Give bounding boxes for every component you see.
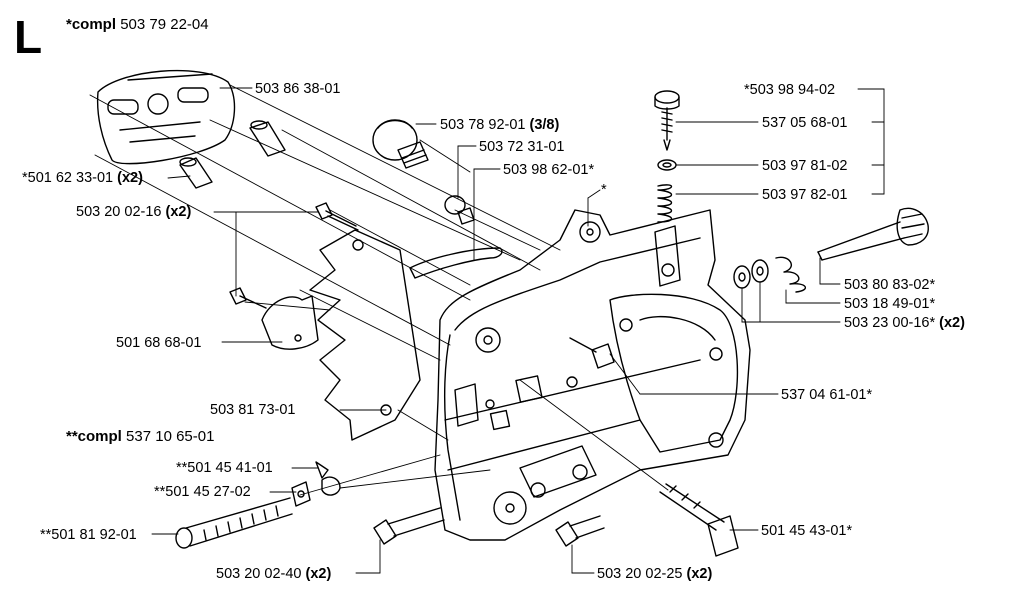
part-label-p10: 503 20 02-25 (x2)	[597, 566, 713, 582]
oil-plug	[372, 119, 429, 169]
part-label-p5: 503 81 73-01	[210, 402, 296, 418]
leader-lines	[151, 87, 885, 574]
part-label-p12: 537 04 61-01*	[781, 387, 873, 403]
part-label-p2: *501 62 33-01 (x2)	[22, 170, 143, 186]
nut-small-right	[321, 476, 341, 496]
part-label-p22: 503 98 62-01*	[503, 162, 595, 178]
subassembly-number: 537 10 65-01	[126, 428, 215, 445]
part-label-p13: 503 23 00-16* (x2)	[844, 315, 965, 331]
bumper-spike	[659, 483, 739, 557]
section-letter: L	[14, 11, 43, 63]
part-label-p14: 503 18 49-01*	[844, 296, 936, 312]
subassembly-prefix: **compl	[66, 428, 122, 445]
bolt-02-25	[555, 515, 605, 547]
part-label-p23: *	[601, 182, 607, 198]
assembly-number: 503 79 22-04	[120, 16, 209, 33]
screw-left	[229, 287, 267, 309]
inner-plate	[309, 229, 421, 441]
part-label-p17: 503 97 81-02	[762, 158, 848, 174]
assembly-prefix: *compl	[66, 16, 117, 33]
tensioner-washers	[733, 259, 769, 289]
part-label-p15: 503 80 83-02*	[844, 277, 936, 293]
alignment-lines	[89, 84, 669, 496]
part-label-p21: 503 72 31-01	[479, 139, 565, 155]
adjuster-washer	[657, 159, 677, 171]
part-label-p4: 501 68 68-01	[116, 335, 202, 351]
part-label-p1: 503 86 38-01	[255, 81, 341, 97]
guide-pin-lower	[179, 157, 213, 189]
part-label-p19: *503 98 94-02	[744, 82, 836, 98]
clamp	[261, 295, 319, 350]
tensioner-spring	[775, 256, 807, 293]
cover-body	[434, 209, 751, 541]
part-label-p6: **501 45 41-01	[176, 460, 273, 476]
tensioner-screw	[817, 207, 929, 261]
bolt-02-40	[373, 507, 445, 545]
adjuster-screw	[654, 90, 680, 151]
subassembly-title: **compl 537 10 65-01	[66, 428, 214, 445]
guide-pin-upper	[249, 120, 286, 157]
screw-81-92	[175, 497, 293, 549]
part-label-p7: **501 45 27-02	[154, 484, 251, 500]
nut-45-41	[315, 461, 329, 479]
part-label-p9: 503 20 02-40 (x2)	[216, 566, 332, 582]
part-label-p8: **501 81 92-01	[40, 527, 137, 543]
tensioner-nut	[569, 337, 615, 369]
washer-45-27	[291, 481, 311, 507]
assembly-title: *compl 503 79 22-04	[66, 16, 209, 33]
guide-plate	[96, 69, 236, 165]
part-label-p18: 537 05 68-01	[762, 115, 848, 131]
adjuster-spring	[657, 184, 673, 223]
part-label-p3: 503 20 02-16 (x2)	[76, 204, 192, 220]
spring-clip	[409, 247, 503, 279]
part-label-p16: 503 97 82-01	[762, 187, 848, 203]
screw-upper	[315, 202, 359, 231]
part-label-p11: 501 45 43-01*	[761, 523, 853, 539]
part-label-p20: 503 78 92-01 (3/8)	[440, 117, 560, 133]
